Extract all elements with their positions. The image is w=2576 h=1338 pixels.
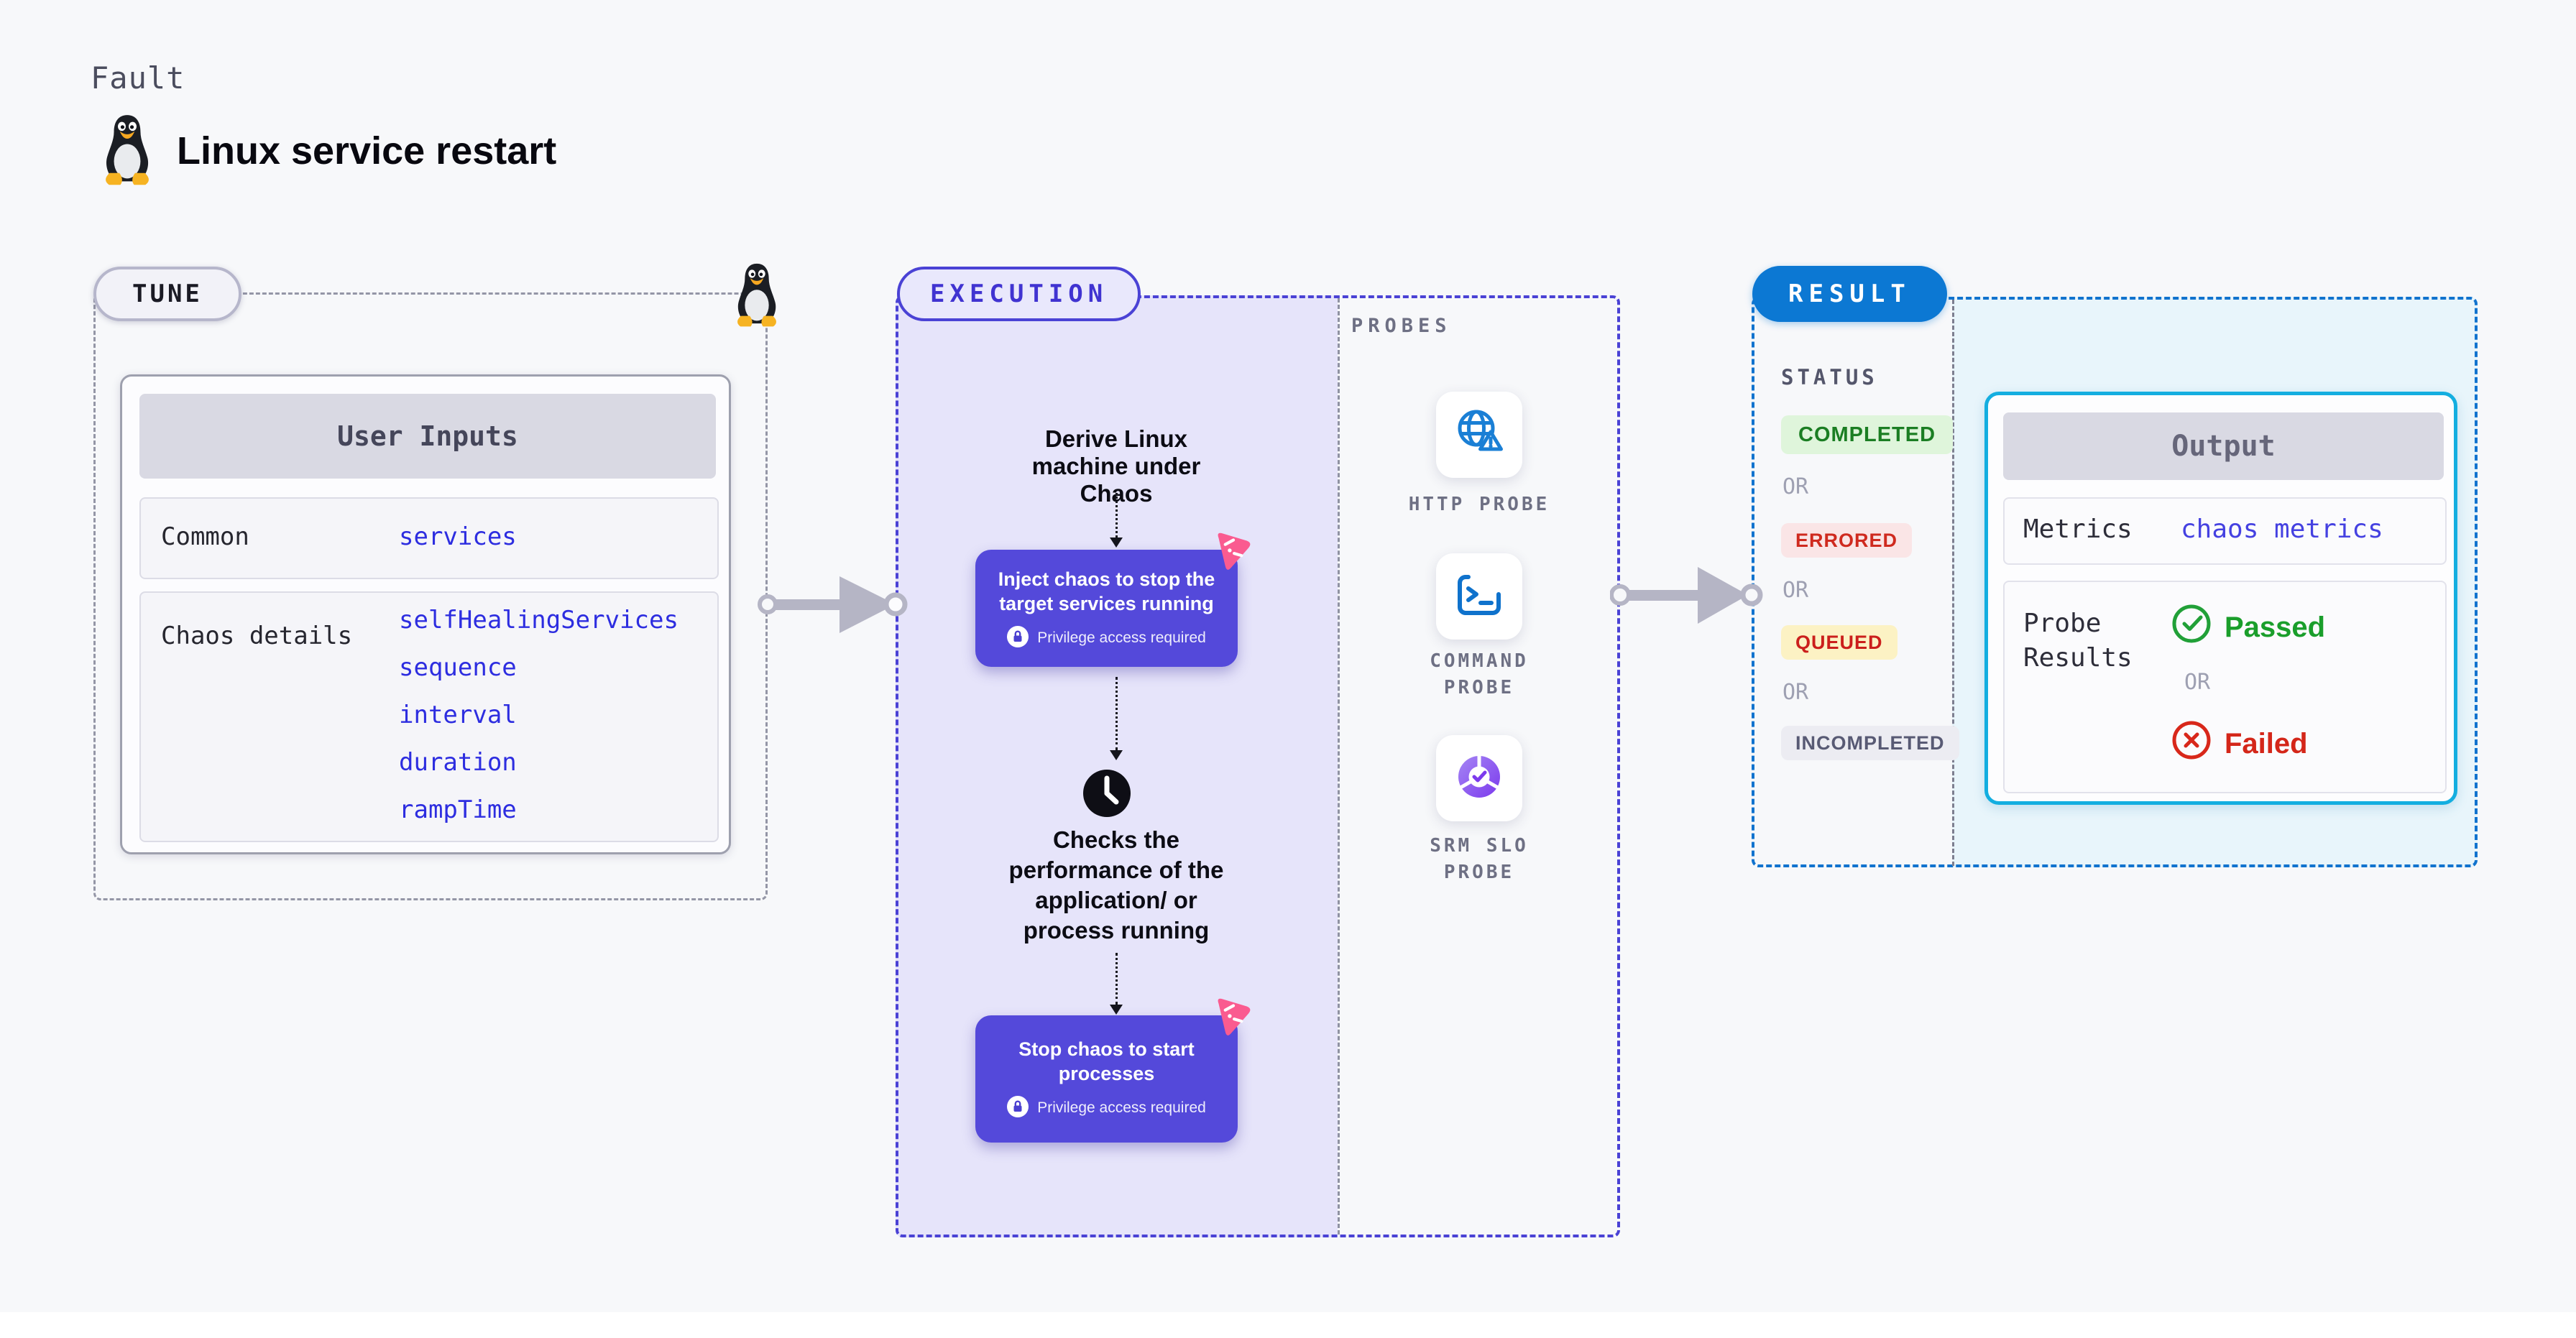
globe-alert-icon (1452, 406, 1506, 463)
status-badge-errored: ERRORED (1781, 523, 1913, 558)
probe-name: SRM SLO PROBE (1430, 835, 1529, 883)
input-variable: selfHealingServices (399, 606, 678, 635)
tune-section-badge: TUNE (93, 267, 242, 321)
inject-chaos-title: Inject chaos to stop the target services… (998, 568, 1215, 614)
or-label: OR (1782, 578, 1809, 603)
input-variable: sequence (399, 653, 517, 682)
chaos-logo-icon (1210, 995, 1254, 1042)
row-label: Common (161, 522, 249, 551)
metrics-label: Metrics (2023, 515, 2133, 544)
tux-penguin-icon (98, 112, 157, 190)
clock-icon (1082, 768, 1132, 821)
result-section-box (1752, 297, 2478, 867)
user-inputs-header: User Inputs (139, 394, 716, 479)
probe-results-label: Probe Results (2023, 609, 2133, 673)
probes-column-label: PROBES (1351, 315, 1452, 337)
stop-chaos-step-card: Stop chaos to start processes Privilege … (975, 1015, 1238, 1143)
metrics-row: Metrics chaos metrics (2003, 497, 2447, 565)
probe-result-failed: Failed (2171, 720, 2308, 767)
privilege-note: Privilege access required (1037, 629, 1206, 646)
metrics-value: chaos metrics (2181, 515, 2383, 544)
probes-separator (1338, 298, 1340, 1235)
result-separator (1952, 300, 1954, 866)
stop-chaos-title: Stop chaos to start processes (1018, 1038, 1195, 1084)
output-card: Output Metrics chaos metrics Probe Resul… (1984, 392, 2457, 805)
fault-eyebrow: Fault (91, 60, 185, 96)
probe-results-row: Probe Results Passed OR (2003, 581, 2447, 793)
probe-result-passed: Passed (2171, 604, 2325, 651)
flow-connector (1116, 677, 1118, 750)
failed-text: Failed (2225, 727, 2308, 760)
check-circle-icon (2171, 604, 2212, 651)
probe-name: COMMAND PROBE (1430, 650, 1529, 698)
x-circle-icon (2171, 720, 2212, 767)
arrow-down-icon (1110, 750, 1123, 760)
input-variable: rampTime (399, 795, 517, 824)
page-title: Linux service restart (177, 129, 557, 172)
arrow-tune-to-execution-icon (758, 576, 908, 633)
probe-name: HTTP PROBE (1408, 494, 1550, 515)
lock-icon (1007, 626, 1029, 650)
checks-step-text: Checks the performance of the applicatio… (1008, 826, 1224, 943)
input-variable: interval (399, 701, 517, 729)
privilege-note: Privilege access required (1037, 1099, 1206, 1116)
status-badge-incompleted: INCOMPLETED (1781, 726, 1959, 760)
srm-slo-probe-tile (1436, 735, 1522, 821)
or-label: OR (1782, 680, 1809, 705)
flow-connector (1116, 493, 1118, 537)
common-inputs-row: Common services (139, 497, 719, 579)
flow-connector (1116, 953, 1118, 1005)
arrow-down-icon (1110, 1005, 1123, 1015)
command-probe-tile (1436, 553, 1522, 640)
http-probe-tile (1436, 392, 1522, 478)
passed-text: Passed (2225, 611, 2326, 643)
input-variable: duration (399, 748, 517, 777)
output-header: Output (2003, 412, 2444, 480)
status-column-label: STATUS (1781, 365, 1878, 389)
status-badge-completed: COMPLETED (1781, 415, 1954, 454)
arrow-down-icon (1110, 537, 1123, 548)
row-label: Chaos details (161, 622, 353, 650)
inject-chaos-step-card: Inject chaos to stop the target services… (975, 550, 1238, 667)
input-variable: services (399, 522, 517, 551)
or-label: OR (2184, 670, 2211, 695)
execution-section-box (896, 295, 1620, 1237)
status-badge-queued: QUEUED (1781, 625, 1898, 660)
chaos-logo-icon (1210, 529, 1254, 576)
bottom-margin-strip (0, 1312, 2576, 1338)
execution-section-badge: EXECUTION (897, 267, 1141, 321)
terminal-icon (1453, 568, 1506, 624)
user-inputs-card: User Inputs Common services Chaos detail… (120, 374, 731, 854)
lock-icon (1007, 1096, 1029, 1120)
result-section-badge: RESULT (1752, 266, 1947, 322)
tux-penguin-small-icon (730, 260, 783, 332)
slo-donut-check-icon (1453, 750, 1506, 806)
or-label: OR (1782, 474, 1809, 499)
arrow-execution-to-result-icon (1610, 567, 1763, 624)
chaos-details-row: Chaos details selfHealingServices sequen… (139, 591, 719, 842)
page-title-row: Linux service restart (98, 112, 556, 190)
